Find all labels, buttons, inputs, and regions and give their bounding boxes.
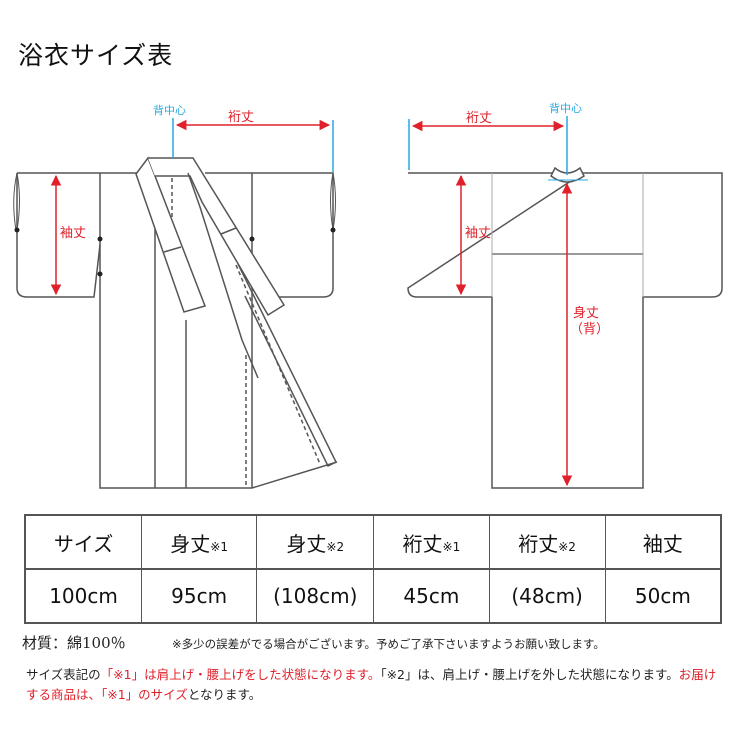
header-cell: サイズ xyxy=(24,514,143,570)
table-cell: 95cm xyxy=(141,568,258,624)
back-length-label-2: （背） xyxy=(570,322,609,337)
front-yuki-label: 裄丈 xyxy=(228,110,254,125)
front-seam-dots xyxy=(14,227,336,277)
note-part: サイズ表記の xyxy=(26,667,101,682)
header-cell: 身丈※2 xyxy=(256,514,375,570)
back-sleeve-label: 袖丈 xyxy=(465,226,491,241)
back-length-label-1: 身丈 xyxy=(573,305,599,321)
note-part: となります。 xyxy=(187,687,262,702)
yukata-diagrams: 背中心 裄丈 袖丈 裄丈 背中心 袖丈 身丈 （背） xyxy=(13,101,723,489)
table-cell: 100cm xyxy=(24,568,143,624)
table-row: 100cm 95cm (108cm) 45cm (48cm) 50cm xyxy=(24,568,722,624)
disclaimer-text: ※多少の誤差がでる場合がございます。予めご了承下さいますようお願い致します。 xyxy=(172,637,605,651)
size-table: サイズ 身丈※1 身丈※2 裄丈※1 裄丈※2 袖丈 100cm 95cm (1… xyxy=(24,514,722,624)
back-back-center-label: 背中心 xyxy=(549,101,582,115)
table-cell: (108cm) xyxy=(256,568,375,624)
table-cell: 45cm xyxy=(373,568,490,624)
header-cell: 裄丈※1 xyxy=(373,514,490,570)
note-highlight: 「※1」は肩上げ・腰上げをした状態になります。 xyxy=(100,667,381,682)
back-measurements: 裄丈 背中心 袖丈 身丈 （背） xyxy=(408,101,609,487)
table-header-row: サイズ 身丈※1 身丈※2 裄丈※1 裄丈※2 袖丈 xyxy=(24,514,722,570)
back-view-diagram xyxy=(407,166,723,489)
note-part: 「※2」は、肩上げ・腰上げを外した状態になります。 xyxy=(380,667,679,682)
back-yuki-label: 裄丈 xyxy=(466,111,492,126)
header-cell: 身丈※1 xyxy=(141,514,258,570)
table-cell: 50cm xyxy=(604,568,722,624)
page-title: 浴衣サイズ表 xyxy=(18,41,174,70)
size-notes: サイズ表記の「※1」は肩上げ・腰上げをした状態になります。「※2」は、肩上げ・腰… xyxy=(26,665,726,705)
front-back-center-label: 背中心 xyxy=(153,103,186,117)
front-view-diagram xyxy=(13,156,338,489)
table-cell: (48cm) xyxy=(488,568,606,624)
front-sleeve-label: 袖丈 xyxy=(60,226,86,241)
note-highlight: お届けする商品は、「※1」のサイズ xyxy=(26,667,717,702)
material-text: 材質：綿100％ xyxy=(22,634,126,652)
header-cell: 裄丈※2 xyxy=(488,514,606,570)
front-measurements: 背中心 裄丈 袖丈 xyxy=(50,103,334,296)
header-cell: 袖丈 xyxy=(604,514,722,570)
